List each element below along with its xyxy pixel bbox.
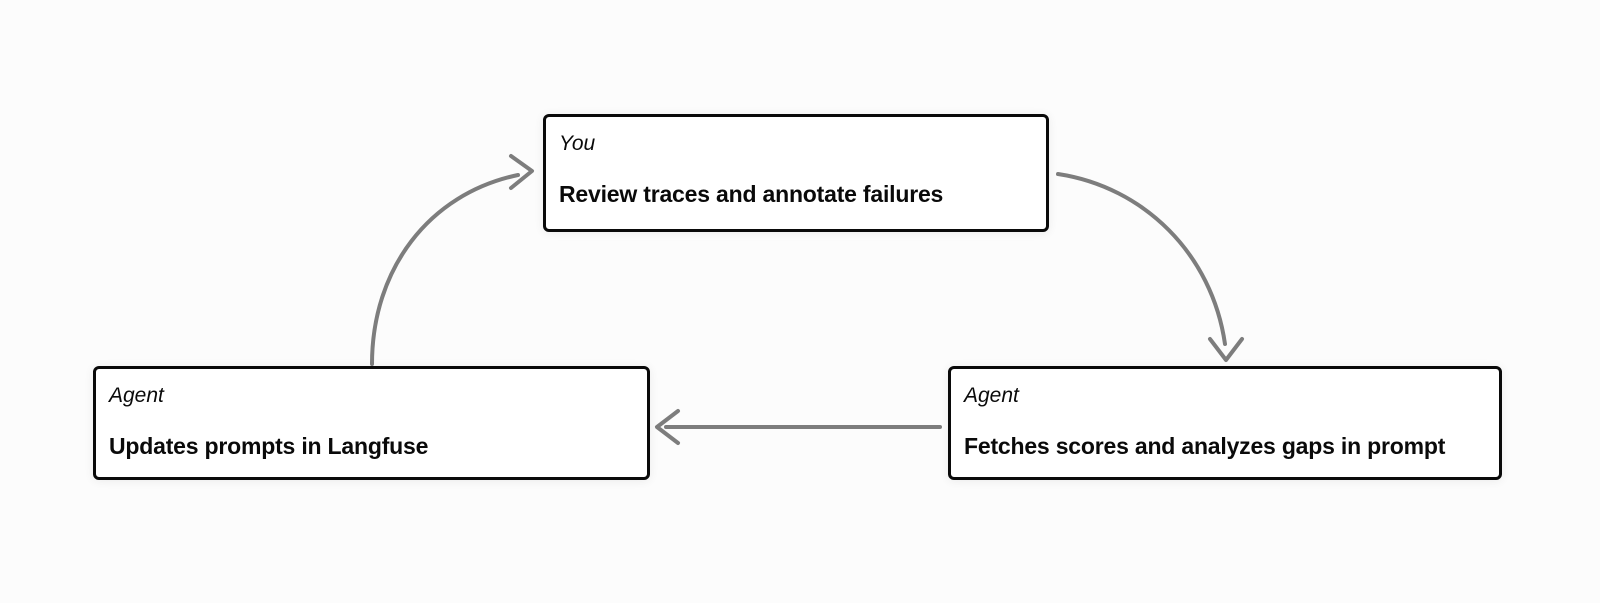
arrowhead-right-icon xyxy=(509,154,534,190)
node-update-prompts: Agent Updates prompts in Langfuse xyxy=(93,366,650,480)
node-title: Updates prompts in Langfuse xyxy=(109,433,429,459)
node-title: Review traces and annotate failures xyxy=(559,181,944,207)
node-actor-label: Agent xyxy=(109,384,164,407)
node-review-traces: You Review traces and annotate failures xyxy=(543,114,1049,232)
curved-connector xyxy=(1056,172,1227,346)
arrowhead-left-icon xyxy=(655,409,680,445)
arrow-review-traces-to-fetch-scores xyxy=(1056,172,1244,362)
node-actor-label: You xyxy=(559,132,596,155)
node-title: Fetches scores and analyzes gaps in prom… xyxy=(964,433,1446,459)
curved-connector xyxy=(370,173,520,366)
arrow-update-prompts-to-review-traces xyxy=(370,154,534,366)
arrowhead-down-icon xyxy=(1208,337,1244,362)
node-actor-label: Agent xyxy=(964,384,1019,407)
node-fetch-scores: Agent Fetches scores and analyzes gaps i… xyxy=(948,366,1502,480)
arrow-fetch-scores-to-update-prompts xyxy=(655,409,942,445)
